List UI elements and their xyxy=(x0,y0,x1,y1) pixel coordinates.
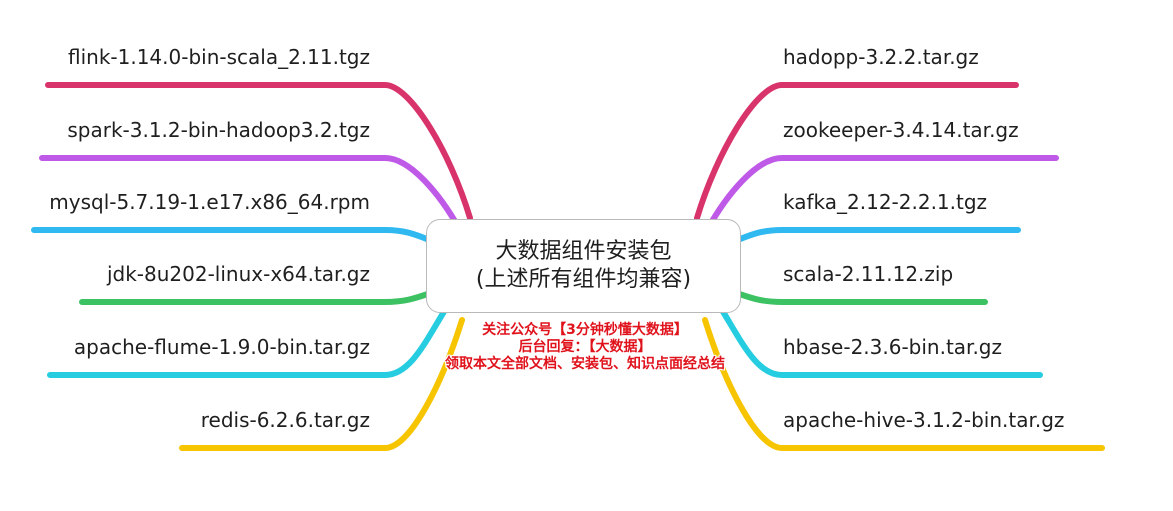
left-branch-line-6 xyxy=(179,317,465,451)
right-branch-label-1[interactable]: hadopp-3.2.2.tar.gz xyxy=(783,45,979,69)
left-branch-label-2[interactable]: spark-3.1.2-bin-hadoop3.2.tgz xyxy=(67,118,370,142)
left-branch-label-6[interactable]: redis-6.2.6.tar.gz xyxy=(201,408,370,432)
watermark-line-3: 领取本文全部文档、安装包、知识点面经总结 xyxy=(445,356,725,372)
central-topic-subtitle: (上述所有组件均兼容) xyxy=(475,267,692,292)
left-branch-line-5 xyxy=(47,307,448,378)
right-branch-label-5[interactable]: hbase-2.3.6-bin.tar.gz xyxy=(783,335,1002,359)
central-topic[interactable]: 大数据组件安装包 (上述所有组件均兼容) xyxy=(426,219,741,313)
right-branch-label-6[interactable]: apache-hive-3.1.2-bin.tar.gz xyxy=(783,408,1064,432)
right-branch-line-6 xyxy=(702,317,1105,451)
right-branch-label-4[interactable]: scala-2.11.12.zip xyxy=(783,262,953,286)
right-branch-line-5 xyxy=(719,307,1043,378)
central-topic-title: 大数据组件安装包 xyxy=(495,239,672,264)
watermark-line-2: 后台回复：【大数据】 xyxy=(518,339,652,355)
left-branch-line-2 xyxy=(39,155,463,233)
left-branch-label-1[interactable]: flink-1.14.0-bin-scala_2.11.tgz xyxy=(68,45,370,69)
right-branch-line-1 xyxy=(694,82,1019,221)
left-branch-label-4[interactable]: jdk-8u202-linux-x64.tar.gz xyxy=(106,262,370,286)
right-branch-label-2[interactable]: zookeeper-3.4.14.tar.gz xyxy=(783,118,1019,142)
watermark-line-1: 关注公众号【3分钟秒懂大数据】 xyxy=(482,322,688,338)
left-branch-label-3[interactable]: mysql-5.7.19-1.e17.x86_64.rpm xyxy=(49,190,370,214)
left-branch-line-3 xyxy=(31,227,443,247)
right-branch-label-3[interactable]: kafka_2.12-2.2.1.tgz xyxy=(783,190,987,214)
right-branch-line-2 xyxy=(704,155,1059,233)
left-branch-line-1 xyxy=(45,82,473,221)
left-branch-label-5[interactable]: apache-flume-1.9.0-bin.tar.gz xyxy=(74,335,370,359)
promo-watermark: 关注公众号【3分钟秒懂大数据】 后台回复：【大数据】 领取本文全部文档、安装包、… xyxy=(400,322,770,373)
left-branch-line-4 xyxy=(79,287,443,305)
right-branch-line-3 xyxy=(724,227,1021,247)
right-branch-line-4 xyxy=(724,287,988,305)
